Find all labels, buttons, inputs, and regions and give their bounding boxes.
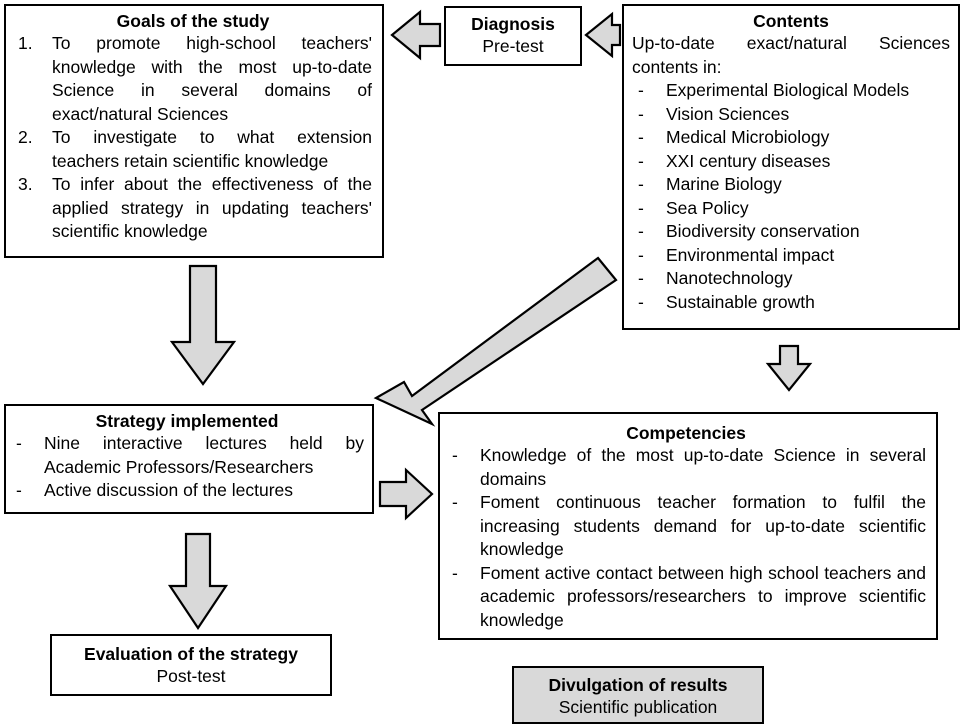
contents-item: - Marine Biology — [632, 173, 950, 197]
list-marker: - — [452, 492, 458, 512]
competencies-item: - Foment active contact between high scho… — [446, 562, 926, 633]
diagnosis-box: Diagnosis Pre-test — [444, 6, 582, 66]
contents-item: - XXI century diseases — [632, 150, 950, 174]
goals-item: 2. To investigate to what extension teach… — [14, 126, 372, 173]
competencies-box: Competencies - Knowledge of the most up-t… — [438, 412, 938, 640]
contents-item-text: Sea Policy — [666, 197, 749, 218]
divulgation-box: Divulgation of results Scientific public… — [512, 666, 764, 724]
evaluation-title: Evaluation of the strategy — [84, 644, 298, 664]
strategy-box: Strategy implemented - Nine interactive l… — [4, 404, 374, 514]
list-marker: - — [638, 103, 644, 124]
list-marker: - — [16, 480, 22, 500]
competencies-title: Competencies — [626, 423, 746, 443]
list-marker: - — [452, 562, 458, 583]
goals-item-number: 2. — [18, 127, 33, 147]
goals-list: 1. To promote high-school teachers' knowl… — [14, 32, 372, 244]
evaluation-box: Evaluation of the strategy Post-test — [50, 634, 332, 696]
contents-item-text: Medical Microbiology — [666, 127, 830, 147]
contents-title: Contents — [753, 11, 829, 31]
arrow-left-icon — [584, 11, 622, 59]
list-marker: - — [638, 244, 644, 265]
goals-item-number: 3. — [18, 174, 33, 194]
contents-list: - Experimental Biological Models - Vision S… — [632, 79, 950, 314]
list-marker: - — [638, 197, 644, 218]
arrow-down-icon — [765, 344, 813, 392]
competencies-item-text: Knowledge of the most up-to-date Science… — [480, 445, 926, 489]
goals-item-number: 1. — [18, 33, 33, 53]
contents-item-text: Marine Biology — [666, 174, 782, 194]
contents-item-text: XXI century diseases — [666, 150, 831, 171]
contents-item: - Experimental Biological Models — [632, 79, 950, 103]
goals-title: Goals of the study — [116, 11, 270, 31]
contents-item: - Biodiversity conservation — [632, 220, 950, 244]
strategy-item: - Active discussion of the lectures — [10, 479, 364, 503]
list-marker: - — [638, 80, 644, 100]
contents-box: Contents Up-to-date exact/natural Scienc… — [622, 4, 960, 330]
strategy-title: Strategy implemented — [95, 411, 279, 431]
arrow-right-icon — [378, 467, 434, 521]
list-marker: - — [16, 433, 22, 453]
strategy-item-text: Active discussion of the lectures — [44, 480, 294, 500]
contents-item: - Nanotechnology — [632, 267, 950, 291]
strategy-item-text: Nine interactive lectures held by Academ… — [44, 433, 364, 477]
list-marker: - — [638, 150, 644, 171]
evaluation-subtitle: Post-test — [156, 666, 226, 686]
contents-item-text: Experimental Biological Models — [666, 80, 910, 100]
list-marker: - — [638, 174, 644, 194]
arrow-down-icon — [169, 264, 237, 386]
list-marker: - — [638, 268, 644, 288]
competencies-item-text: Foment continuous teacher formation to f… — [480, 492, 926, 559]
list-marker: - — [638, 221, 644, 241]
goals-item: 1. To promote high-school teachers' knowl… — [14, 32, 372, 126]
goals-item-text: To promote high-school teachers' knowled… — [52, 33, 372, 124]
goals-item: 3. To infer about the effectiveness of th… — [14, 173, 372, 244]
strategy-item: - Nine interactive lectures held by Acade… — [10, 432, 364, 479]
contents-item-text: Biodiversity conservation — [666, 221, 860, 241]
contents-intro: Up-to-date exact/natural Sciences conten… — [632, 33, 950, 77]
diagnosis-title: Diagnosis — [471, 14, 555, 34]
arrow-down-icon — [167, 532, 229, 630]
competencies-item-text: Foment active contact between high schoo… — [480, 562, 926, 630]
contents-item: - Medical Microbiology — [632, 126, 950, 150]
contents-item-text: Sustainable growth — [666, 291, 815, 312]
goals-item-text: To infer about the effectiveness of the … — [52, 174, 372, 241]
diagnosis-subtitle: Pre-test — [482, 36, 544, 56]
contents-item: - Sea Policy — [632, 197, 950, 221]
contents-item: - Vision Sciences — [632, 103, 950, 127]
contents-item-text: Environmental impact — [666, 244, 835, 265]
arrow-left-icon — [390, 9, 442, 61]
arrow-diagonal-icon — [373, 256, 618, 427]
contents-item: - Environmental impact — [632, 244, 950, 268]
goals-item-text: To investigate to what extension teacher… — [52, 127, 372, 171]
contents-item-text: Nanotechnology — [666, 268, 793, 288]
contents-item: - Sustainable growth — [632, 291, 950, 315]
competencies-list: - Knowledge of the most up-to-date Scienc… — [446, 444, 926, 632]
strategy-list: - Nine interactive lectures held by Acade… — [10, 432, 364, 503]
divulgation-title: Divulgation of results — [548, 675, 728, 695]
list-marker: - — [452, 445, 458, 465]
list-marker: - — [638, 127, 644, 147]
competencies-item: - Foment continuous teacher formation to … — [446, 491, 926, 562]
contents-item-text: Vision Sciences — [666, 103, 790, 124]
list-marker: - — [638, 291, 644, 312]
divulgation-subtitle: Scientific publication — [558, 697, 718, 717]
goals-box: Goals of the study 1. To promote high-sch… — [4, 4, 384, 258]
competencies-item: - Knowledge of the most up-to-date Scienc… — [446, 444, 926, 491]
